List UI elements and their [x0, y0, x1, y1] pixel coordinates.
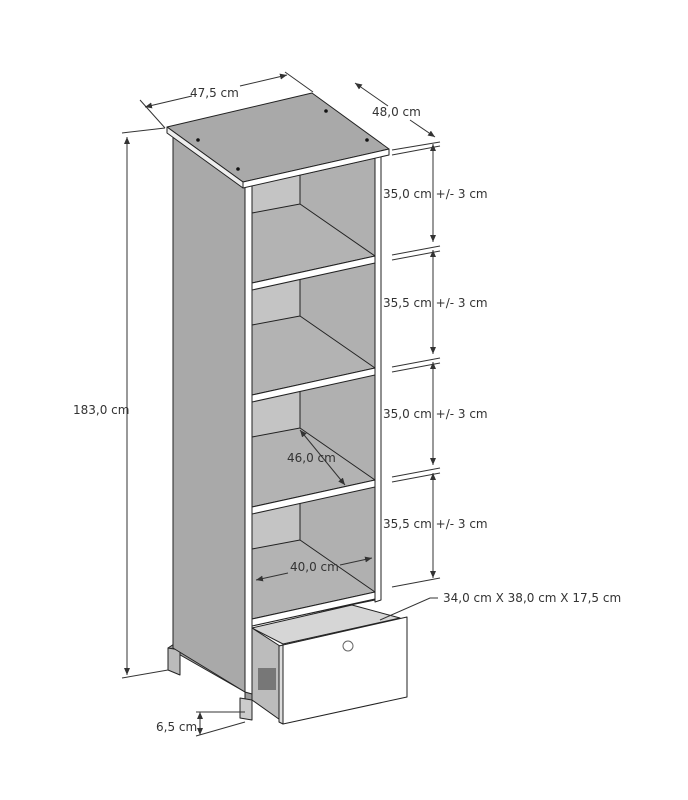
- compartment-4-label: 35,5 cm +/- 3 cm: [383, 517, 488, 531]
- compartment-1-label: 35,0 cm +/- 3 cm: [383, 187, 488, 201]
- drawer[interactable]: [251, 604, 408, 725]
- drawer-slide: [258, 668, 276, 690]
- top-panel: [166, 92, 390, 189]
- compartment-2-label: 35,5 cm +/- 3 cm: [383, 296, 488, 310]
- width-label: 47,5 cm: [190, 86, 239, 100]
- right-front-edge: [374, 153, 382, 603]
- shelves: [251, 203, 376, 627]
- depth-label: 48,0 cm: [372, 105, 421, 119]
- left-side-panel: [172, 135, 246, 693]
- compartment-3-label: 35,0 cm +/- 3 cm: [383, 407, 488, 421]
- drawer-handle-hole: [342, 640, 354, 652]
- shelf-width-label: 40,0 cm: [290, 560, 339, 574]
- height-label: 183,0 cm: [73, 403, 129, 417]
- drawer-size-label: 34,0 cm X 38,0 cm X 17,5 cm: [443, 591, 621, 605]
- leg-height-label: 6,5 cm: [156, 720, 197, 734]
- left-front-edge: [244, 181, 253, 695]
- dimension-lines: [121, 71, 441, 737]
- shelf-depth-label: 46,0 cm: [287, 451, 336, 465]
